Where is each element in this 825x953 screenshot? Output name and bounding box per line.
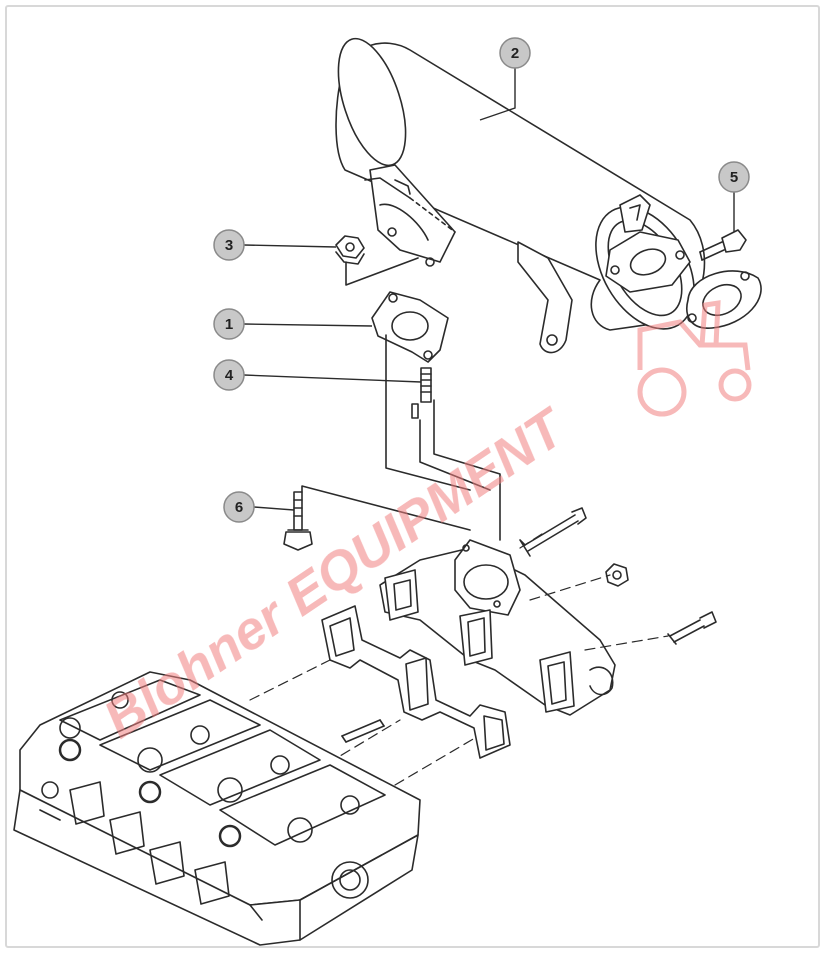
callout-4-number: 4 (225, 367, 234, 384)
tractor-icon (637, 300, 752, 417)
manifold-gasket (321, 605, 511, 759)
stud-bolt (411, 367, 432, 419)
manifold-nut (605, 563, 629, 587)
nut-leader-bracket (345, 257, 419, 286)
callout-5-number: 5 (730, 169, 738, 186)
flange-nut (335, 235, 365, 265)
callout-2-number: 2 (511, 45, 519, 62)
callout-3-number: 3 (225, 237, 233, 254)
callout-6-number: 6 (235, 499, 243, 516)
manifold-bolt-top (519, 507, 587, 557)
explosion-guides (249, 531, 669, 786)
callout-6: 6 (223, 491, 255, 523)
muffler (335, 37, 706, 354)
flange-bolt (283, 491, 313, 551)
outlet-bolt (699, 229, 747, 261)
alignment-lines (301, 334, 501, 541)
cylinder-head (13, 671, 421, 946)
callout-leaders (243, 68, 735, 511)
callout-1-number: 1 (225, 316, 233, 333)
inlet-gasket (371, 291, 449, 363)
exhaust-manifold (379, 539, 616, 716)
callout-2: 2 (499, 37, 531, 69)
manifold-stud-lower (341, 719, 385, 743)
manifold-bolt-right (667, 611, 717, 645)
callout-5: 5 (718, 161, 750, 193)
callout-1: 1 (213, 308, 245, 340)
callout-3: 3 (213, 229, 245, 261)
callout-markers: 1 2 3 4 5 6 (213, 37, 750, 523)
callout-4: 4 (213, 359, 245, 391)
